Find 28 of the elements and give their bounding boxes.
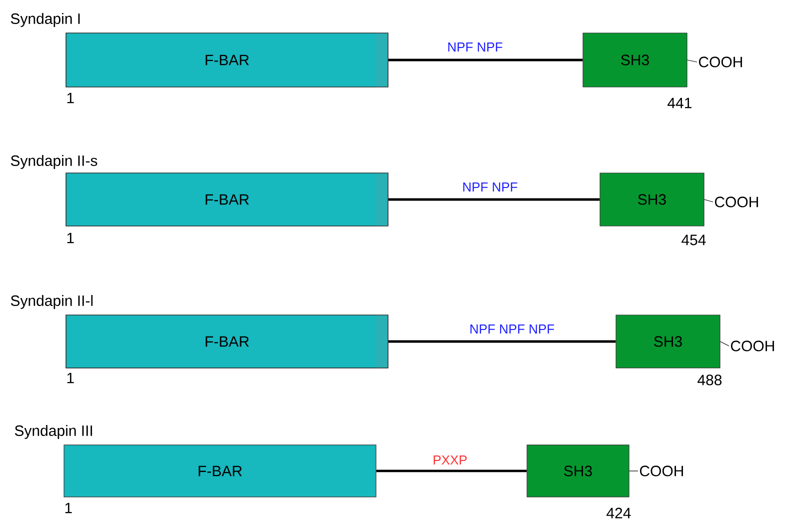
linker-line <box>388 58 583 62</box>
connector-line <box>629 470 638 472</box>
linker-line <box>388 340 616 343</box>
connector-line <box>720 341 730 346</box>
terminal-label: COOH <box>730 340 774 352</box>
motif-label: NPF NPF <box>463 182 518 192</box>
protein-domain-box: F-BAR <box>64 444 376 498</box>
protein-name: Syndapin II-s <box>10 155 98 169</box>
motif-label: NPF NPF <box>448 42 502 52</box>
protein-domain-box: F-BAR <box>66 32 388 88</box>
motif-label: PXXP <box>434 456 467 464</box>
protein-name: Syndapin II-l <box>10 295 93 309</box>
protein-domain-box: F-BAR <box>66 172 388 226</box>
connector-line <box>687 60 698 62</box>
terminal-label: COOH <box>698 56 742 68</box>
terminal-label: COOH <box>714 196 758 208</box>
protein-domain-box: SH3 <box>616 314 720 368</box>
protein-domain-box: SH3 <box>526 444 630 498</box>
protein-domain-box: SH3 <box>600 172 704 226</box>
motif-label: NPF NPF NPF <box>470 324 554 334</box>
connector-line <box>704 199 714 202</box>
protein-name: Syndapin I <box>10 13 80 27</box>
linker-line <box>376 470 527 472</box>
protein-name: Syndapin III <box>14 425 92 439</box>
protein-domain-box: SH3 <box>582 32 688 88</box>
linker-line <box>388 198 600 201</box>
terminal-label: COOH <box>640 466 683 476</box>
protein-domain-box: F-BAR <box>66 314 388 368</box>
